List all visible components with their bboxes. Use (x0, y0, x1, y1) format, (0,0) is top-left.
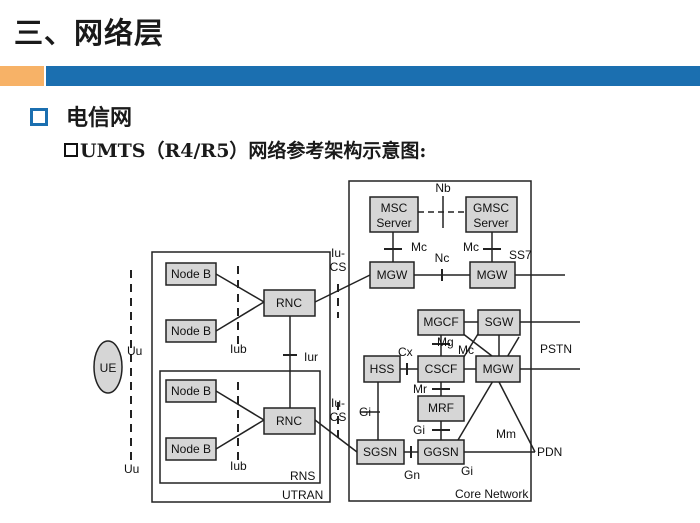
label-iu-cs-1b: CS (330, 260, 347, 274)
label-nc: Nc (435, 251, 450, 265)
sgsn-label: SGSN (363, 445, 397, 459)
msc-server: MSC Server (369, 196, 419, 233)
mgcf-label: MGCF (423, 315, 458, 329)
gmsc-server-label-line2: Server (473, 216, 508, 230)
core-network-box (348, 180, 532, 502)
sgw-label: SGW (485, 315, 514, 329)
label-mr: Mr (413, 382, 427, 396)
rnc-2-label: RNC (276, 414, 302, 428)
label-pstn: PSTN (540, 342, 572, 356)
node-b-2: Node B (165, 319, 217, 343)
sgw: SGW (477, 309, 521, 336)
rnc-2: RNC (263, 407, 316, 435)
utran-box (151, 251, 331, 503)
label-mc-1: Mc (411, 240, 427, 254)
gmsc-server-label-line1: GMSC (473, 201, 509, 215)
msc-server-label-line1: MSC (381, 201, 408, 215)
title-bar (46, 66, 700, 86)
label-ss7: SS7 (509, 248, 532, 262)
ggsn-label: GGSN (423, 445, 458, 459)
mgcf: MGCF (417, 309, 465, 336)
label-rns: RNS (290, 469, 315, 483)
ggsn: GGSN (417, 439, 465, 465)
mgw-1: MGW (369, 261, 415, 289)
mrf-label: MRF (428, 401, 454, 415)
mgw-2: MGW (469, 261, 516, 289)
node-b-3: Node B (165, 379, 217, 403)
square-bullet-icon (30, 108, 48, 126)
msc-server-label-line2: Server (376, 216, 411, 230)
node-b-4: Node B (165, 437, 217, 461)
label-gi-3: Gi (461, 464, 473, 478)
node-b-3-label: Node B (171, 384, 211, 398)
checkbox-bullet-icon (64, 143, 78, 157)
section-heading: 电信网 (66, 106, 133, 131)
cscf-label: CSCF (425, 362, 458, 376)
mgw-3: MGW (475, 355, 521, 383)
label-pdn: PDN (537, 445, 562, 459)
rns-box (159, 370, 321, 484)
ue-label: UE (100, 361, 117, 375)
node-b-1: Node B (165, 262, 217, 286)
label-gi-1: Gi (359, 405, 371, 419)
rnc-1-label: RNC (276, 296, 302, 310)
mgw-3-label: MGW (483, 362, 514, 376)
label-mm: Mm (496, 427, 516, 441)
label-iur: Iur (304, 350, 318, 364)
mgw-2-label: MGW (477, 268, 508, 282)
label-uu-1: Uu (127, 344, 142, 358)
label-gn: Gn (404, 468, 420, 482)
mrf: MRF (417, 395, 465, 422)
tick-markers (283, 248, 501, 458)
sgsn: SGSN (356, 439, 405, 465)
label-iu-cs-2a: Iu- (331, 396, 345, 410)
ue-node (93, 340, 123, 394)
label-iu-cs-2b: CS (330, 410, 347, 424)
label-mc-2: Mc (463, 240, 479, 254)
label-iu-cs-1a: Iu- (331, 246, 345, 260)
label-iub-1: Iub (230, 342, 247, 356)
label-nb: Nb (435, 181, 451, 195)
node-b-1-label: Node B (171, 267, 211, 281)
label-gi-2: Gi (413, 423, 425, 437)
title-accent-bar (0, 66, 44, 86)
label-uu-2: Uu (124, 462, 139, 476)
label-mc-3: Mc (458, 343, 474, 357)
label-iub-2: Iub (230, 459, 247, 473)
label-cx: Cx (398, 345, 413, 359)
cscf: CSCF (417, 355, 465, 383)
node-b-2-label: Node B (171, 324, 211, 338)
mgw-1-label: MGW (377, 268, 408, 282)
node-b-4-label: Node B (171, 442, 211, 456)
label-utran: UTRAN (282, 488, 323, 502)
slide-title: 三、网络层 (14, 16, 165, 50)
reference-dashes (130, 266, 339, 460)
diagram-caption: UMTS（R4/R5）网络参考架构示意图: (80, 140, 427, 162)
connection-lines (215, 196, 580, 453)
label-core-network: Core Network (455, 487, 529, 501)
hss: HSS (363, 355, 401, 383)
gmsc-server: GMSC Server (465, 196, 518, 233)
rnc-1: RNC (263, 289, 316, 317)
label-mg: Mg (437, 335, 454, 349)
hss-label: HSS (370, 362, 395, 376)
